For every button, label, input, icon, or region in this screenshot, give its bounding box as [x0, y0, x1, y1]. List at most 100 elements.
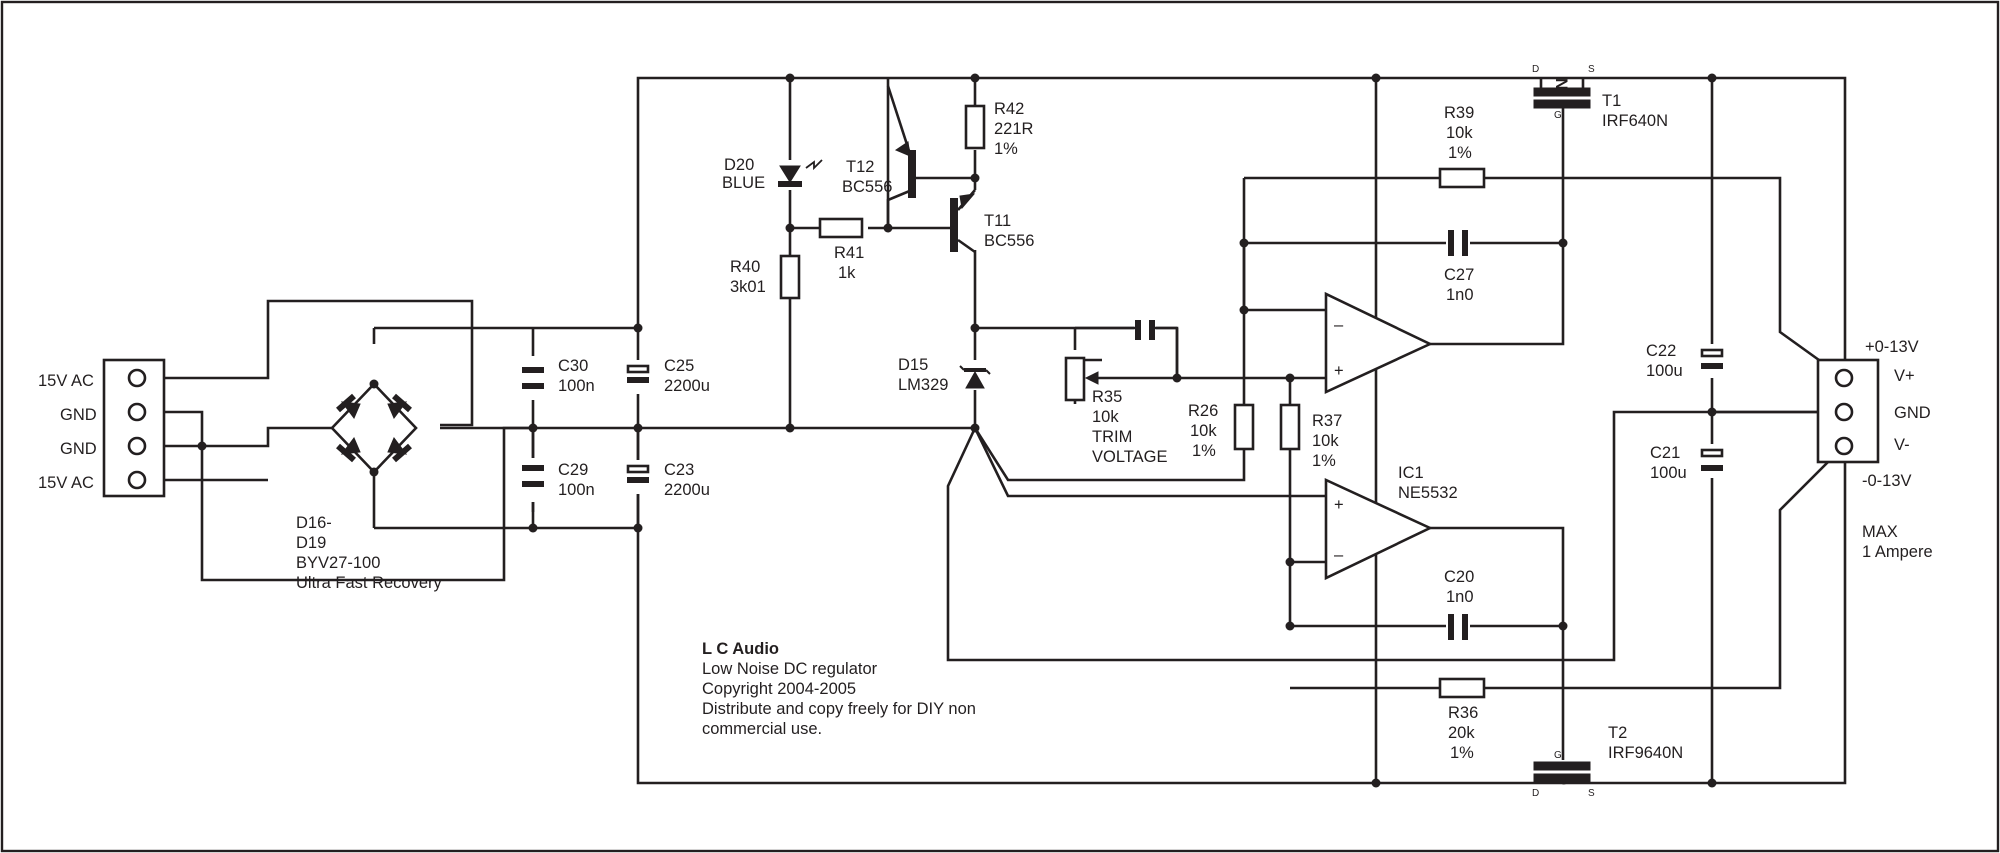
svg-text:N: N	[1552, 78, 1570, 90]
svg-text:2200u: 2200u	[664, 377, 710, 395]
svg-text:1n0: 1n0	[1446, 286, 1474, 304]
bridge-ref: D16-	[296, 514, 332, 532]
bridge-value: BYV27-100	[296, 554, 380, 572]
output-pin-label: GND	[1894, 404, 1931, 422]
svg-text:10k: 10k	[1190, 422, 1217, 440]
capacitor-c23: C23 2200u	[626, 460, 710, 499]
svg-text:IRF640N: IRF640N	[1602, 112, 1668, 130]
svg-text:20k: 20k	[1448, 724, 1475, 742]
opamp-lower: + – IC1 NE5532	[1324, 464, 1458, 581]
capacitor-c20: C20 1n0	[1444, 568, 1474, 642]
svg-text:1%: 1%	[1192, 442, 1216, 460]
svg-text:T12: T12	[846, 158, 874, 176]
svg-text:R42: R42	[994, 100, 1024, 118]
input-pin-label: 15V AC	[38, 372, 94, 390]
svg-text:R39: R39	[1444, 104, 1474, 122]
capacitor-c25: C25 2200u	[626, 357, 710, 395]
input-pin-label: GND	[60, 406, 97, 424]
svg-text:BC556: BC556	[984, 232, 1034, 250]
svg-text:P: P	[1552, 774, 1570, 785]
opamp-minus-sign: –	[1334, 546, 1344, 564]
svg-text:T11: T11	[984, 212, 1011, 230]
svg-text:VOLTAGE: VOLTAGE	[1092, 448, 1168, 466]
output-pin-label: V+	[1894, 367, 1915, 385]
input-connector: 15V AC GND GND 15V AC	[38, 358, 166, 498]
svg-text:100n: 100n	[558, 481, 595, 499]
svg-text:IC1: IC1	[1398, 464, 1424, 482]
svg-text:T1: T1	[1602, 92, 1621, 110]
credits-line: Distribute and copy freely for DIY non	[702, 700, 976, 718]
svg-text:C21: C21	[1650, 444, 1680, 462]
resistor-r26: R26 10k 1%	[1188, 402, 1255, 460]
svg-text:C29: C29	[558, 461, 588, 479]
opamp-plus-sign: +	[1334, 362, 1344, 380]
svg-text:2200u: 2200u	[664, 481, 710, 499]
svg-text:100u: 100u	[1646, 362, 1683, 380]
svg-text:S: S	[1588, 64, 1595, 75]
resistor-r40: R40 3k01	[730, 254, 801, 300]
capacitor-c22: C22 100u	[1646, 342, 1724, 380]
output-neg-range: -0-13V	[1862, 472, 1912, 490]
credits-line: commercial use.	[702, 720, 822, 738]
svg-text:NE5532: NE5532	[1398, 484, 1458, 502]
credits-line: Low Noise DC regulator	[702, 660, 878, 678]
opamp-minus-sign: –	[1334, 316, 1344, 334]
svg-text:1%: 1%	[1312, 452, 1336, 470]
transistor-t11: T11 BC556	[930, 189, 1034, 254]
input-pin-label: GND	[60, 440, 97, 458]
credits-line: Copyright 2004-2005	[702, 680, 856, 698]
svg-text:R40: R40	[730, 258, 760, 276]
opamp-upper: – +	[1324, 291, 1434, 395]
output-pin-label: V-	[1894, 436, 1910, 454]
svg-text:R41: R41	[834, 244, 864, 262]
svg-text:G: G	[1554, 750, 1562, 761]
bridge-rectifier: D16- D19 BYV27-100 Ultra Fast Recovery	[296, 379, 443, 592]
capacitor-c30: C30 100n	[522, 356, 595, 400]
input-pin-label: 15V AC	[38, 474, 94, 492]
svg-text:G: G	[1554, 110, 1562, 121]
svg-text:R36: R36	[1448, 704, 1478, 722]
svg-text:D: D	[1532, 788, 1539, 799]
resistor-r36: R36 20k 1%	[1438, 677, 1486, 762]
bypass-capacitor	[1075, 318, 1177, 342]
svg-text:1%: 1%	[1450, 744, 1474, 762]
transistor-t12: T12 BC556	[842, 85, 975, 228]
capacitor-c27: C27 1n0	[1444, 228, 1474, 304]
svg-text:C23: C23	[664, 461, 694, 479]
output-pos-range: +0-13V	[1865, 338, 1919, 356]
capacitor-c21: C21 100u	[1650, 444, 1724, 482]
svg-text:BC556: BC556	[842, 178, 892, 196]
credits-block: L C Audio Low Noise DC regulator Copyrig…	[702, 640, 976, 738]
svg-text:TRIM: TRIM	[1092, 428, 1132, 446]
svg-text:C25: C25	[664, 357, 694, 375]
svg-text:D20: D20	[724, 156, 754, 174]
resistor-r41: R41 1k	[818, 217, 864, 282]
resistor-r42: R42 221R 1%	[964, 100, 1034, 158]
svg-text:C27: C27	[1444, 266, 1474, 284]
junction-dots	[197, 73, 1717, 788]
svg-text:1k: 1k	[838, 264, 856, 282]
bridge-ref: D19	[296, 534, 326, 552]
svg-text:C22: C22	[1646, 342, 1676, 360]
capacitor-c29: C29 100n	[522, 458, 595, 502]
output-max-label: 1 Ampere	[1862, 543, 1933, 561]
svg-text:R35: R35	[1092, 388, 1122, 406]
svg-text:LM329: LM329	[898, 376, 948, 394]
svg-text:R37: R37	[1312, 412, 1342, 430]
mosfet-t1: D S G N T1 IRF640N	[1532, 64, 1668, 130]
svg-text:1%: 1%	[994, 140, 1018, 158]
mosfet-t2: G D S P T2 IRF9640N	[1532, 724, 1683, 799]
svg-text:10k: 10k	[1092, 408, 1119, 426]
reference-diode-d15: D15 LM329	[898, 356, 991, 394]
svg-text:3k01: 3k01	[730, 278, 766, 296]
svg-text:C30: C30	[558, 357, 588, 375]
svg-text:R26: R26	[1188, 402, 1218, 420]
svg-text:D: D	[1532, 64, 1539, 75]
resistor-r39: R39 10k 1%	[1438, 104, 1486, 189]
svg-text:IRF9640N: IRF9640N	[1608, 744, 1683, 762]
svg-text:1%: 1%	[1448, 144, 1472, 162]
svg-text:T2: T2	[1608, 724, 1627, 742]
svg-text:10k: 10k	[1312, 432, 1339, 450]
